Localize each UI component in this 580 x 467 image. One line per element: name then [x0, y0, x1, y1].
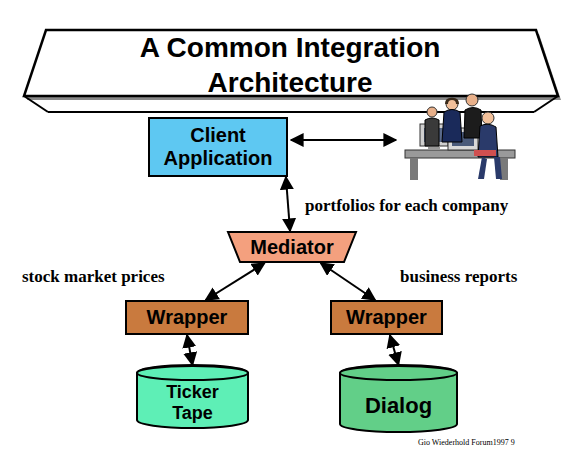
user-arrow — [291, 139, 396, 141]
node-text: Client Application — [153, 124, 283, 170]
text-holder: Dialog — [339, 365, 458, 432]
node-text: Mediator — [250, 236, 333, 259]
node-text: Wrapper — [346, 306, 427, 329]
node-text: Dialog — [365, 393, 432, 418]
wrapper-box: Wrapper — [330, 300, 443, 335]
node-text: Ticker Tape — [153, 382, 233, 423]
connector-arrow — [206, 263, 265, 300]
footer-note: Gio Wiederhold Forum1997 9 — [418, 438, 515, 447]
connector-arrow — [187, 335, 193, 365]
text-holder: Wrapper — [332, 302, 441, 333]
text-holder: Mediator — [227, 231, 357, 263]
edge-label: business reports — [400, 267, 517, 287]
database-cylinder: Ticker Tape — [136, 365, 249, 428]
diagram-title: A Common Integration Architecture — [110, 30, 470, 100]
connector-arrow — [321, 263, 376, 300]
edge-label: stock market prices — [22, 267, 165, 287]
text-holder: Wrapper — [127, 302, 247, 333]
database-cylinder: Dialog — [339, 365, 458, 432]
title-banner — [24, 30, 561, 112]
mediator-box: Mediator — [227, 231, 357, 263]
users-illustration — [405, 94, 515, 180]
edge-label: portfolios for each company — [305, 196, 508, 216]
client-box: Client Application — [148, 117, 288, 177]
connector-arrow — [286, 177, 290, 231]
node-text: Wrapper — [147, 306, 228, 329]
wrapper-box: Wrapper — [125, 300, 249, 335]
text-holder: Client Application — [150, 119, 286, 175]
connector-arrow — [390, 335, 399, 365]
text-holder: Ticker Tape — [136, 365, 249, 428]
